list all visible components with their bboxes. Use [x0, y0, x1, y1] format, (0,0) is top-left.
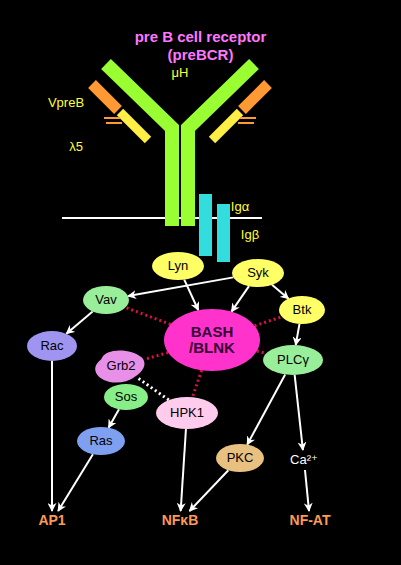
binding-link — [255, 317, 282, 326]
node-outline-ellipse — [279, 296, 325, 324]
binding-link — [145, 353, 168, 360]
signal-molecule: PLCγ — [263, 345, 323, 375]
output-node: Ca²⁺ — [284, 450, 324, 470]
signal-arrow — [295, 375, 303, 450]
node-outline-ellipse — [27, 331, 77, 361]
node-label: AP1 — [38, 513, 65, 528]
ig-beta-chain — [217, 204, 230, 262]
node-label: Btk — [293, 303, 312, 317]
node-label: Ras — [89, 434, 112, 448]
signal-molecule: Grb2 — [95, 349, 147, 383]
node-outline-ellipse — [263, 345, 323, 375]
membrane-line — [62, 217, 262, 219]
signal-molecule: Lyn — [152, 252, 204, 280]
node-label: HPK1 — [170, 406, 204, 420]
part-label: VpreB — [48, 95, 84, 110]
binding-link — [192, 370, 201, 397]
signal-molecule: Vav — [83, 286, 129, 314]
node-outline-ellipse — [104, 384, 148, 410]
part-label: μH — [172, 65, 189, 80]
node-label: NF-AT — [290, 513, 331, 528]
vpreb-chain — [92, 84, 118, 110]
node-label: Vav — [95, 293, 116, 307]
heavy-chain — [106, 64, 172, 226]
vpreb-chain — [242, 84, 268, 110]
node-label: BASH /BLNK — [182, 324, 242, 357]
signal-arrow — [190, 470, 229, 511]
signal-molecule: Btk — [279, 296, 325, 324]
signal-arrow — [128, 277, 233, 296]
node-outline-path — [95, 350, 144, 382]
signal-arrow — [58, 454, 93, 511]
output-node: NF-AT — [281, 511, 339, 531]
signal-arrow — [109, 409, 119, 427]
part-label: λ5 — [69, 139, 83, 154]
chain-link — [106, 122, 122, 124]
node-outline-ellipse — [77, 427, 125, 455]
node-label: Grb2 — [107, 359, 136, 373]
node-outline-ellipse — [156, 397, 218, 429]
node-outline-ellipse — [216, 444, 264, 472]
lambda5-chain — [212, 112, 240, 140]
heavy-chain — [188, 64, 254, 226]
signal-arrow — [296, 324, 300, 345]
signal-molecule: Ras — [77, 427, 125, 455]
diagram-title: pre B cell receptor (preBCR) — [118, 28, 283, 64]
chain-link — [104, 117, 120, 119]
signal-arrow — [51, 361, 53, 511]
node-label: PKC — [227, 451, 254, 465]
ig-alpha-chain — [199, 194, 212, 256]
signal-arrow — [247, 374, 285, 444]
binding-link — [126, 307, 171, 324]
signal-molecule: PKC — [216, 444, 264, 472]
node-label: NFκB — [162, 513, 199, 528]
signal-arrow — [66, 311, 92, 333]
signal-arrow — [231, 286, 249, 312]
node-label: Syk — [247, 266, 269, 280]
signal-arrow — [272, 285, 288, 299]
node-label: PLCγ — [277, 353, 309, 367]
node-outline-ellipse — [232, 259, 284, 287]
binding-link — [257, 351, 266, 353]
signal-molecule: BASH /BLNK — [164, 309, 260, 371]
signal-arrow — [305, 470, 309, 511]
chain-link — [240, 117, 256, 119]
lambda5-chain — [120, 112, 148, 140]
output-node: AP1 — [32, 511, 72, 531]
node-outline-ellipse — [152, 252, 204, 280]
node-label: Rac — [40, 339, 63, 353]
part-label: Igβ — [241, 227, 259, 242]
signal-molecule: Sos — [104, 384, 148, 410]
signal-molecule: Syk — [232, 259, 284, 287]
node-label: Ca²⁺ — [290, 453, 318, 467]
signal-molecule: HPK1 — [156, 397, 218, 429]
node-label: Lyn — [168, 259, 188, 273]
signal-molecule: Rac — [27, 331, 77, 361]
node-outline-ellipse — [164, 309, 260, 371]
signal-arrow — [181, 429, 186, 511]
node-label: Sos — [115, 390, 137, 404]
chain-link — [238, 122, 254, 124]
node-outline-ellipse — [83, 286, 129, 314]
output-node: NFκB — [154, 511, 206, 531]
part-label: Igα — [231, 199, 249, 214]
